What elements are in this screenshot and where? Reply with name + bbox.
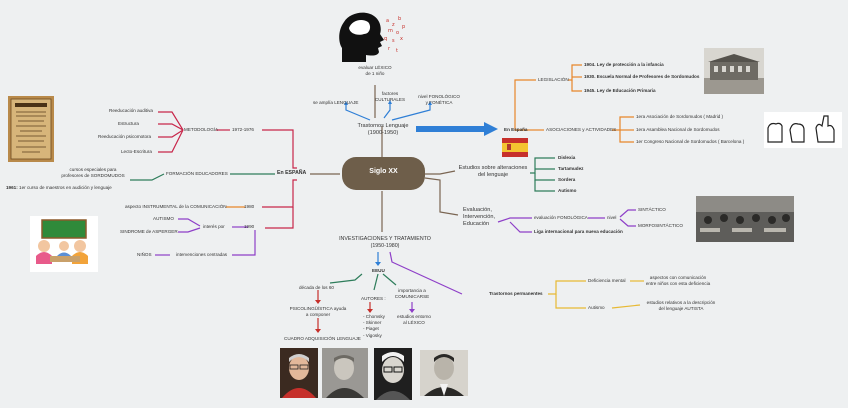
year-1961-title: 1961: (6, 185, 18, 190)
estudio-tartamudez[interactable]: Tartamudez (558, 166, 584, 171)
legislacion-label[interactable]: LEGISLACIÓN (538, 77, 569, 82)
estudio-dislexia[interactable]: Dislexia (558, 155, 576, 160)
metodo-lecto-escritura[interactable]: Lecto-Escritura (121, 149, 152, 154)
svg-text:q: q (384, 36, 387, 42)
svg-text:b: b (398, 16, 401, 22)
sign-language-hands-picture (764, 112, 842, 148)
deficiencia-desc-label[interactable]: aspectos con comunicación entre niños co… (645, 275, 711, 286)
formacion-educadores-label[interactable]: FORMACIÓN EDUCADORES (166, 171, 228, 176)
asociaciones-label[interactable]: ASOCIACIONES y ACTIVIDADES (546, 127, 617, 132)
svg-text:p: p (402, 24, 405, 30)
decada-60-label[interactable]: década de los 60 (299, 285, 334, 290)
evaluacion-topic[interactable]: Evaluación, Intervención, Educación (463, 207, 496, 227)
autismo-permanente-label[interactable]: Autismo (588, 305, 605, 310)
old-document-picture (8, 96, 54, 162)
cursos-sordomudos-label[interactable]: cursos especiales para profesores de SOR… (61, 167, 125, 178)
metodo-reeducacion-psicomotora[interactable]: Reeducación psicomotora (98, 134, 152, 139)
factores-culturales-label[interactable]: factores CULTURALES (374, 91, 406, 102)
autores-label[interactable]: AUTORES : (361, 296, 386, 301)
interes-por-label[interactable]: interés por (203, 224, 225, 229)
importancia-comunicarse-label[interactable]: importancia a COMUNICARSE (394, 288, 430, 299)
ley-1945[interactable]: 1945. Ley de Educación Primaria (584, 88, 656, 93)
en-espana-right-topic[interactable]: En España (504, 127, 528, 132)
building-photo-picture (704, 48, 764, 94)
autores-list[interactable]: - Chomsky - Skinner - Piaget - Vigosky (363, 314, 385, 338)
svg-text:x: x (400, 36, 403, 42)
portrait-vygotsky-picture (420, 350, 468, 396)
eeuu-label[interactable]: EEUU (372, 268, 385, 273)
nivel-fonologico-label[interactable]: nivel FONOLÓGICO y FONÉTICA (418, 94, 460, 105)
aspecto-instrumental-label[interactable]: aspecto INSTRUMENTAL de la COMUNICACIÓN (125, 204, 227, 209)
cuadro-adquisicion-label[interactable]: CUADRO ADQUISICIÓN LENGUAJE (284, 336, 361, 341)
investigaciones-topic[interactable]: INVESTIGACIONES Y TRATAMIENTO (1950-1980… (339, 236, 431, 249)
portrait-chomsky-picture (280, 348, 318, 398)
metodo-estructura[interactable]: Estructura (118, 121, 139, 126)
year-1961-label[interactable]: 1961: 1er curso de maestros en audición … (6, 185, 112, 191)
asociacion-madrid[interactable]: 1era Asociación de Sordomudos ( Madrid ) (636, 114, 724, 119)
trastornos-lenguaje-topic[interactable]: Trastornos Lenguaje (1900-1950) (357, 123, 409, 136)
amplia-lenguaje-label[interactable]: se amplía LENGUAJE (313, 100, 359, 105)
central-topic[interactable]: Siglo XX (369, 168, 398, 175)
asperger-label[interactable]: SINDROME de ASPERGER (120, 229, 178, 234)
portrait-piaget-picture (374, 348, 412, 400)
metodo-reeducacion-auditiva[interactable]: Reeducación auditiva (109, 108, 153, 113)
svg-text:s: s (392, 38, 395, 44)
evaluacion-fonologica-label[interactable]: evaluación FONOLÓGICA (534, 215, 588, 220)
portrait-skinner-picture (322, 348, 368, 398)
autismo-left-label[interactable]: AUTISMO (153, 216, 174, 221)
nivel-label[interactable]: nivel (607, 215, 617, 220)
spain-flag-icon (502, 138, 528, 157)
svg-text:m: m (388, 28, 393, 34)
classroom-photo-picture (696, 196, 794, 242)
svg-text:a: a (386, 18, 389, 24)
estudio-autismo[interactable]: Autismo (558, 188, 577, 193)
intervenciones-centradas-label[interactable]: intervenciones centradas (176, 252, 228, 257)
svg-text:t: t (396, 48, 398, 54)
congreso-barcelona[interactable]: 1er Congreso Nacional de Sordomudos ( Ba… (636, 139, 745, 144)
ley-1930[interactable]: 1930. Escuela Normal de Profesores de So… (584, 74, 700, 79)
svg-text:z: z (392, 22, 395, 28)
evaluar-lexico-label[interactable]: evaluar LÉXICO de 1 niño (358, 65, 392, 76)
asamblea-nacional[interactable]: 1era Asamblea Nacional de Sordomudos (636, 127, 720, 132)
estudios-alteraciones-topic[interactable]: Estudios sobre alteraciones del lenguaje (458, 165, 528, 178)
children-classroom-picture (30, 216, 98, 272)
autismo-desc-label[interactable]: estudios relativos a la descripción del … (646, 300, 716, 311)
en-espana-left-topic[interactable]: En ESPAÑA (277, 170, 307, 176)
estudios-lexico-label[interactable]: estudios entorno al LÉXICO (397, 314, 431, 325)
sintactico-label[interactable]: SINTÁCTICO (638, 207, 666, 212)
svg-text:r: r (388, 46, 391, 52)
psicolinguistica-label[interactable]: PSICOLINGÜÍSTICA ayuda a componer (289, 306, 347, 317)
trastornos-permanentes-label[interactable]: Trastornos permanentes (489, 291, 543, 296)
morfosintactico-label[interactable]: MORFOSINTÁCTICO (638, 223, 683, 228)
svg-text:o: o (396, 30, 399, 36)
liga-internacional-label[interactable]: Liga internacional para nueva educación (534, 229, 623, 234)
year-1961-text: 1er curso de maestros en audición y leng… (19, 185, 112, 190)
year-1980[interactable]: 1980 (244, 204, 255, 209)
ninos-label[interactable]: NIÑOS (137, 252, 152, 257)
metodologia-label[interactable]: METODOLOGÍA (184, 127, 219, 132)
estudio-sordera[interactable]: Sordera (558, 177, 576, 182)
years-1972-1976[interactable]: 1972-1976 (232, 127, 254, 132)
ley-1904[interactable]: 1904. Ley de protección a la infancia (584, 62, 664, 67)
deficiencia-mental-label[interactable]: Deficiencia mental (588, 278, 626, 283)
year-1990[interactable]: 1990 (244, 224, 255, 229)
